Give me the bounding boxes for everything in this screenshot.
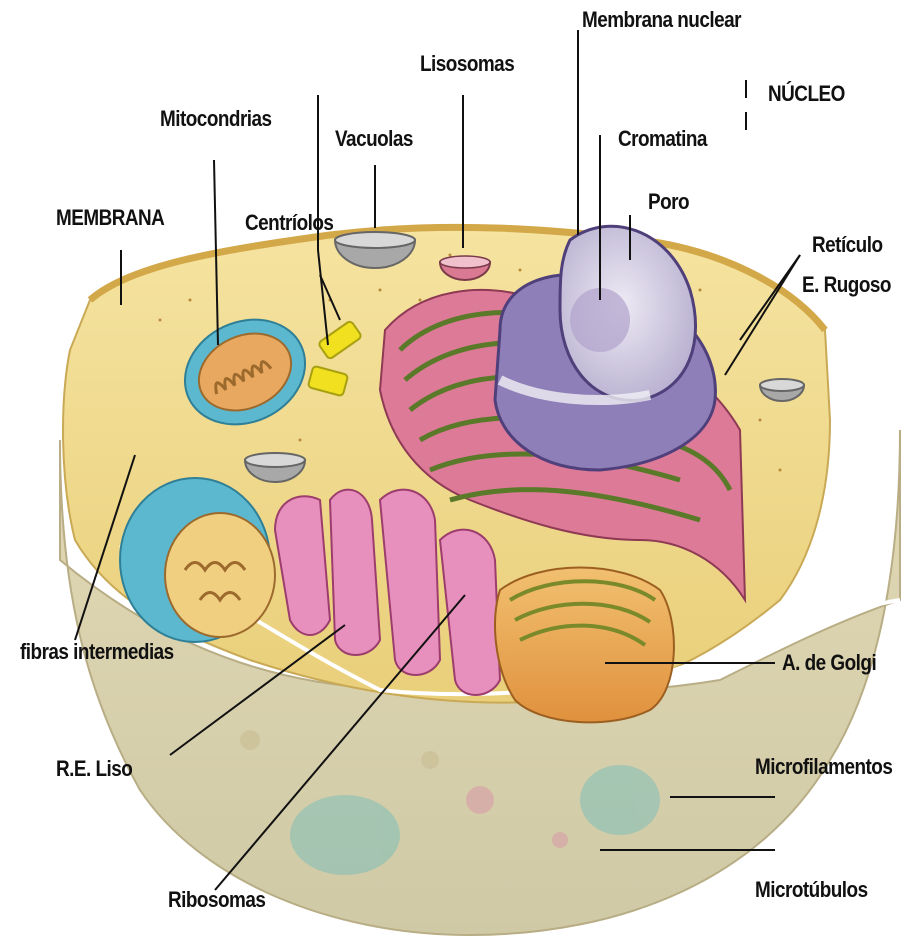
label-nucleo: NÚCLEO	[768, 82, 845, 106]
label-fibras-intermedias: fibras intermedias	[20, 640, 174, 664]
label-microfilamentos: Microfilamentos	[755, 755, 892, 779]
golgi-apparatus	[495, 568, 674, 723]
label-reticulo-rugoso-line1: Retículo	[812, 233, 883, 257]
label-re-liso: R.E. Liso	[56, 757, 132, 781]
label-mitocondrias: Mitocondrias	[160, 107, 272, 131]
label-poro: Poro	[648, 190, 689, 214]
label-ribosomas: Ribosomas	[168, 888, 265, 912]
label-reticulo-rugoso-line2: E. Rugoso	[802, 273, 891, 297]
label-membrana-nuclear: Membrana nuclear	[582, 8, 741, 32]
label-lisosomas: Lisosomas	[420, 52, 514, 76]
label-cromatina: Cromatina	[618, 127, 707, 151]
label-golgi: A. de Golgi	[782, 651, 876, 675]
label-centriolos: Centríolos	[245, 211, 333, 235]
label-vacuolas: Vacuolas	[335, 127, 413, 151]
label-membrana: MEMBRANA	[56, 206, 164, 230]
label-microtubulos: Microtúbulos	[755, 878, 868, 902]
